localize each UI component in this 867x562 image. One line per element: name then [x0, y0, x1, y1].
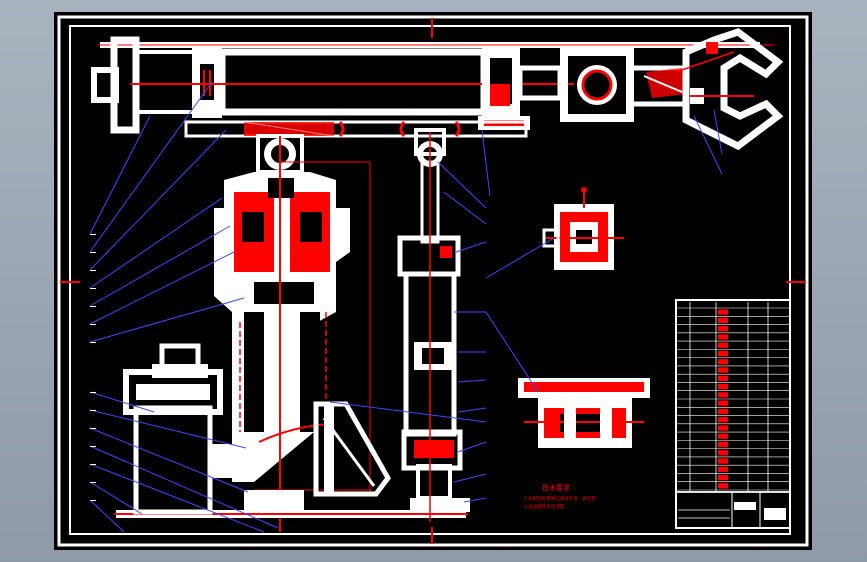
centering-marks [60, 18, 806, 544]
bom-row-mark [718, 441, 728, 448]
outer-border [57, 15, 809, 547]
support-beam [184, 120, 528, 138]
bom-row-mark [718, 408, 728, 415]
leader-lines-right [329, 109, 723, 503]
leader-ticks [90, 234, 96, 501]
bom-row-mark [718, 433, 728, 439]
rear-strut [313, 401, 391, 497]
bill-of-materials [675, 299, 791, 529]
detail-view-b [518, 378, 650, 448]
inner-border [69, 25, 791, 535]
bom-row-mark [718, 450, 728, 456]
bom-row-mark [718, 342, 728, 348]
motor-assembly [123, 343, 234, 515]
bom-row-mark [718, 334, 728, 340]
main-column [114, 134, 468, 532]
bom-row-mark [718, 375, 728, 381]
bom-row-mark [718, 367, 728, 373]
title-block [675, 491, 791, 529]
bom-row-mark [718, 309, 728, 315]
main-arm [91, 36, 774, 134]
drawing-sheet: 技术要求 1.装配前各零件应清洗干净，去毛刺 2.运动部件灵活可靠 [54, 12, 812, 550]
bom-row-mark [718, 458, 728, 464]
notes-heading: 技术要求 [542, 483, 570, 492]
bom-row-mark [718, 466, 728, 472]
note-line-2: 2.运动部件灵活可靠 [524, 503, 565, 510]
detail-view-a [542, 187, 624, 270]
bom-row-mark [718, 392, 728, 398]
bom-row-mark [718, 350, 728, 357]
bom-row-mark [718, 317, 728, 324]
technical-notes: 技术要求 1.装配前各零件应清洗干净，去毛刺 2.运动部件灵活可靠 [524, 483, 596, 510]
bom-row-mark [718, 474, 728, 481]
bom-row-mark [718, 425, 728, 431]
bom-row-mark [718, 359, 728, 365]
leader-lines-left [89, 81, 279, 533]
note-line-1: 1.装配前各零件应清洗干净，去毛刺 [524, 495, 596, 502]
bom-row-mark [718, 483, 728, 489]
bom-row-mark [718, 417, 728, 423]
gripper-view [675, 28, 784, 151]
lift-cylinder [397, 128, 470, 522]
bom-row-mark [718, 326, 728, 332]
bom-row-mark [718, 383, 728, 390]
bom-row-mark [718, 400, 728, 406]
